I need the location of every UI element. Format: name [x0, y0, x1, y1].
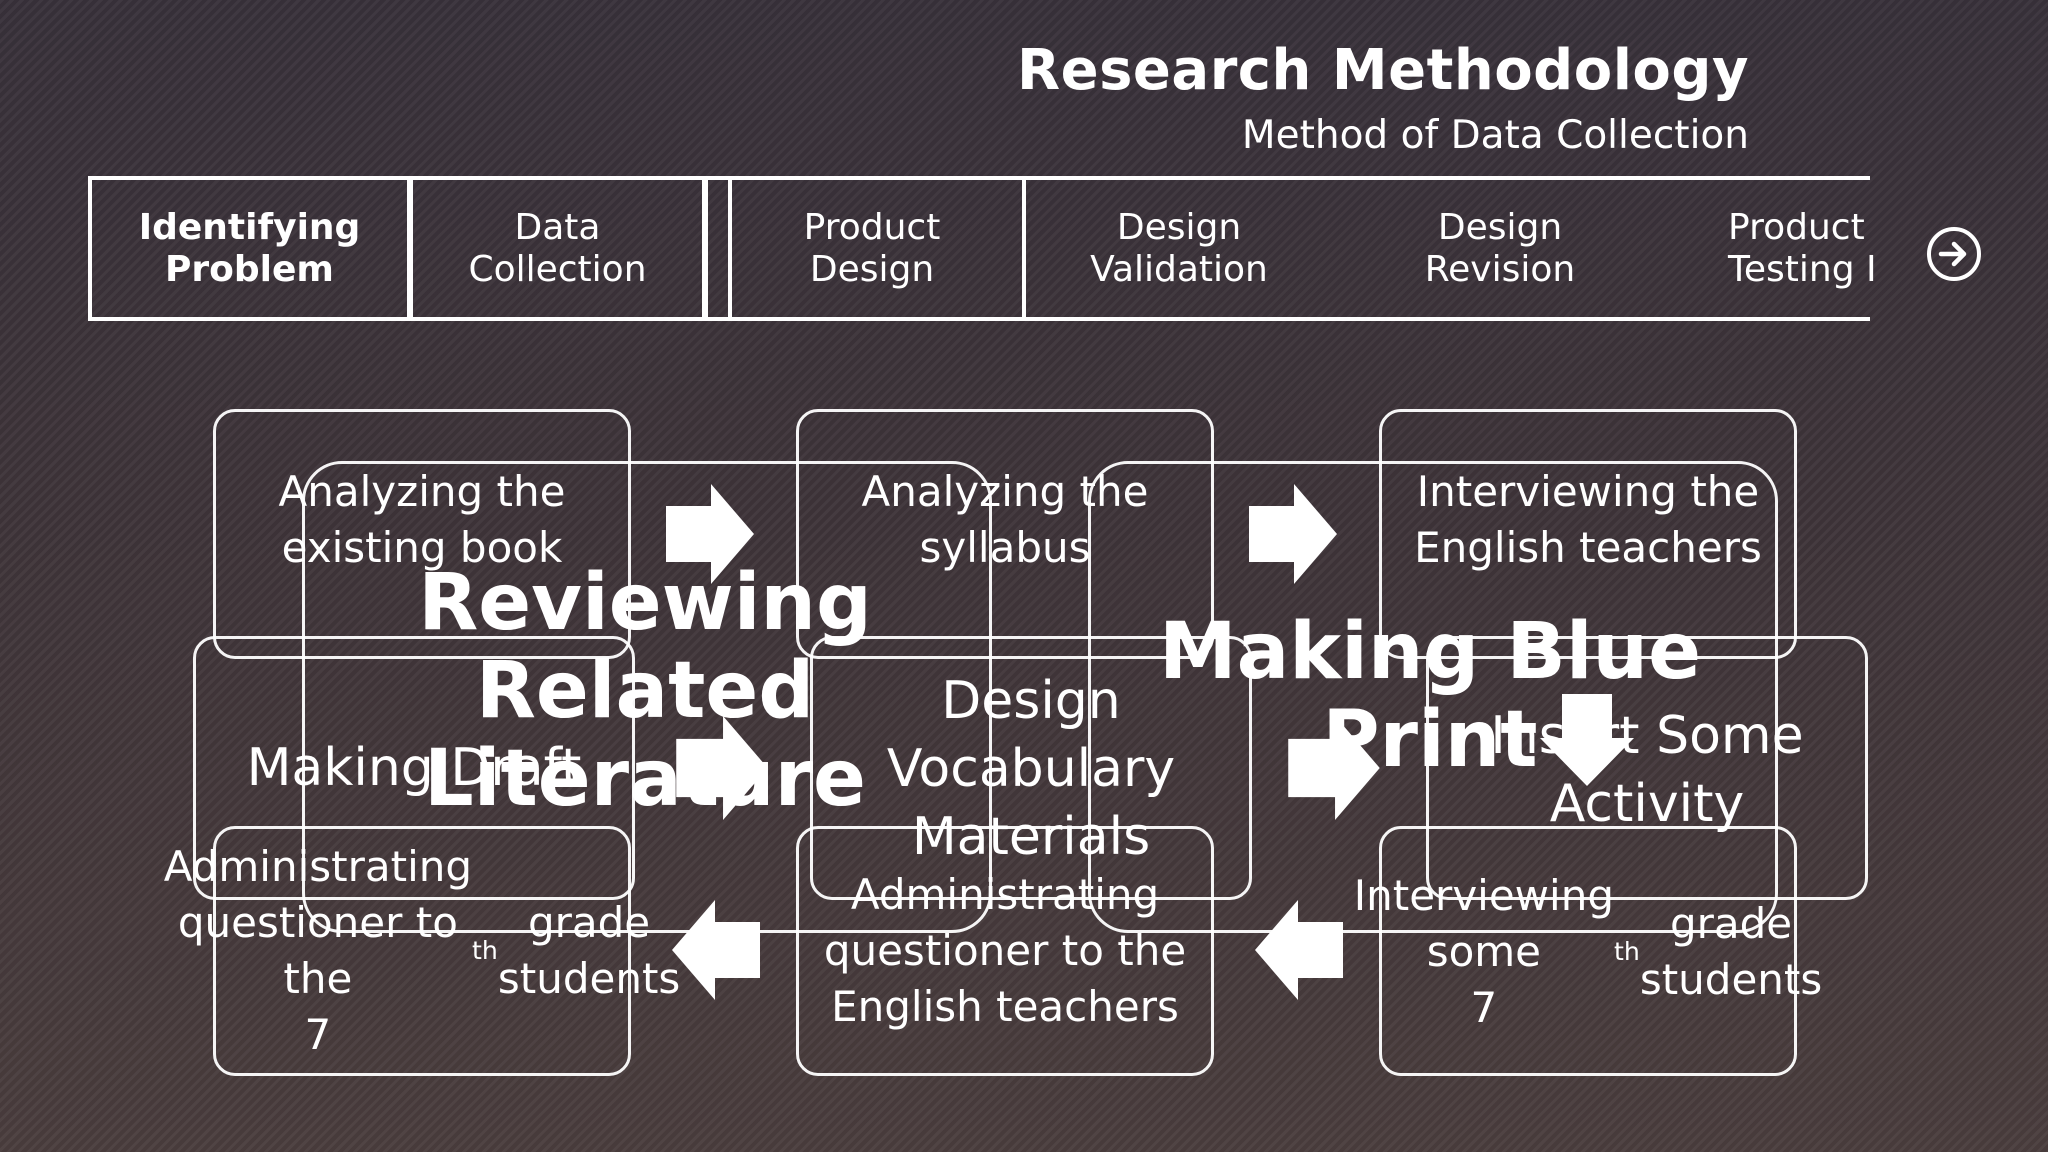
page-title: Research Methodology — [1016, 38, 1749, 103]
next-slide-button[interactable] — [1927, 227, 1981, 281]
step-box — [193, 636, 635, 900]
arrow-left-icon — [672, 900, 760, 1000]
tabstrip-top-border — [88, 176, 1870, 180]
arrow-left-icon — [1255, 900, 1343, 1000]
stage-reviewing-literature: Reviewing Related Literature — [418, 558, 872, 824]
step-making-draft: Making Draft — [246, 738, 582, 798]
step-questioner-teachers: Administrating questioner to the English… — [823, 870, 1187, 1031]
step-box — [810, 636, 1252, 900]
circle-arrow-right-icon — [1938, 241, 1967, 267]
step-box — [796, 409, 1214, 659]
stage-outline-literature — [302, 461, 992, 933]
step-interviewing-teachers: Interviewing the English teachers — [1414, 467, 1762, 572]
stage-making-blueprint: Making Blue Print — [1158, 607, 1701, 785]
step-design-vocabulary: Design Vocabulary Materials — [886, 671, 1176, 867]
arrow-down-icon — [1540, 694, 1634, 786]
arrow-right-icon — [676, 716, 768, 820]
step-box — [1379, 409, 1797, 659]
arrow-right-icon — [1249, 484, 1337, 584]
step-analyzing-syllabus: Analyzing the syllabus — [861, 467, 1149, 572]
step-box — [213, 826, 631, 1076]
tab-design-revision[interactable]: Design Revision — [1424, 206, 1576, 290]
tabstrip-bottom-border — [88, 317, 1870, 321]
step-box — [1379, 826, 1797, 1076]
tab-product-design[interactable]: Product Design — [803, 206, 941, 290]
tab-design-validation[interactable]: Design Validation — [1090, 206, 1268, 290]
page-subtitle: Method of Data Collection — [1241, 113, 1749, 158]
tab-divider — [1022, 176, 1026, 321]
tab-product-testing[interactable]: Product Testing I — [1728, 206, 1877, 290]
tab-clip — [1870, 176, 1910, 321]
step-box — [1426, 636, 1868, 900]
tab-divider — [728, 176, 732, 321]
stage-outline-blueprint — [1088, 461, 1778, 933]
step-analyzing-book: Analyzing the existing book — [278, 467, 566, 572]
tab-identifying-problem[interactable]: Identifying Problem — [88, 176, 411, 321]
tab-data-collection[interactable]: Data Collection — [409, 176, 706, 321]
step-box — [796, 826, 1214, 1076]
arrow-right-icon — [666, 484, 754, 584]
arrow-right-icon — [1288, 716, 1380, 820]
tab-divider — [704, 176, 708, 321]
step-box — [213, 409, 631, 659]
